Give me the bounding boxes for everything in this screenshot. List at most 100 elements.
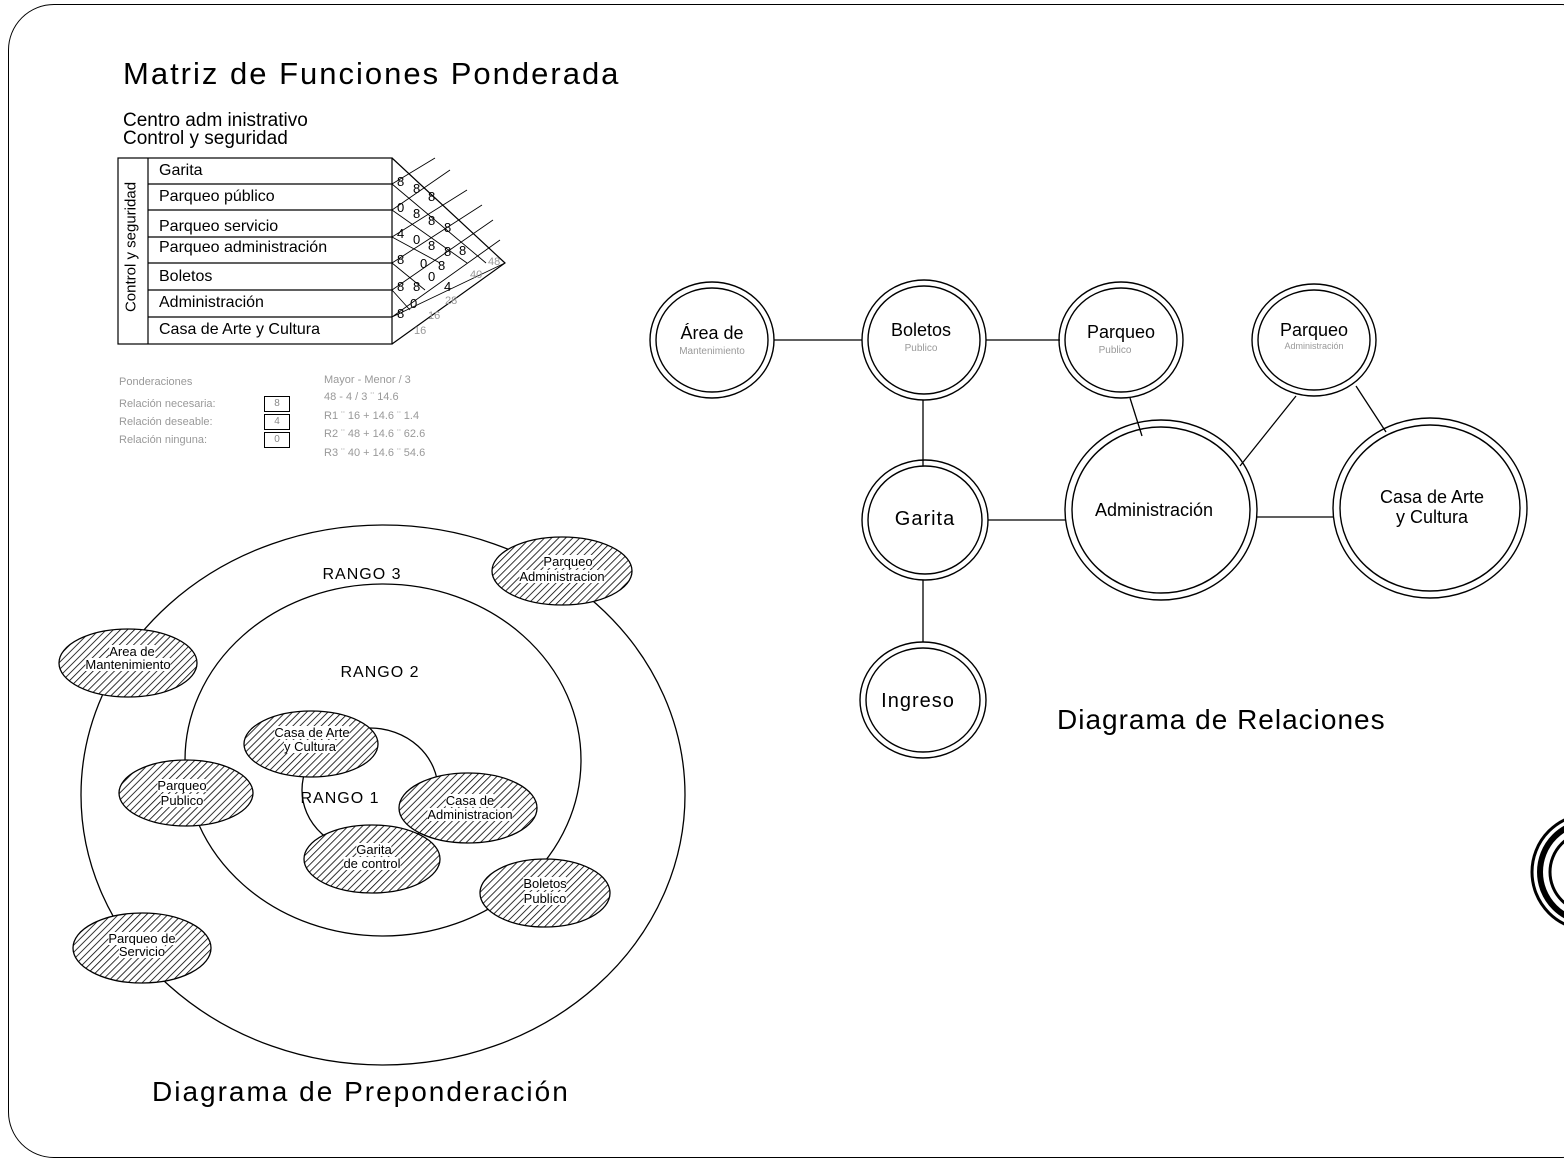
node-label: Boletos bbox=[890, 320, 952, 340]
logo-seal bbox=[1530, 818, 1564, 926]
matrix-cell: 8 bbox=[444, 220, 451, 235]
node-label: Parqueo bbox=[1279, 320, 1349, 340]
weight-label: Relación ninguna: bbox=[119, 434, 208, 446]
drawing-sheet-border bbox=[8, 4, 1564, 1158]
matrix-subtitle-2: Control y seguridad bbox=[123, 128, 288, 149]
matrix-cell: 0 bbox=[420, 256, 427, 271]
node-ingreso bbox=[859, 641, 987, 759]
node-administracion bbox=[1064, 419, 1258, 601]
node-boletos bbox=[861, 279, 987, 401]
matrix-totals: 16 16 28 40 48 bbox=[414, 256, 500, 337]
matrix-triangle-lattice bbox=[391, 157, 506, 318]
node-sublabel: Publico bbox=[904, 343, 938, 354]
matrix-cell: 8 bbox=[413, 279, 420, 294]
matrix-cell: 0 bbox=[410, 296, 417, 311]
matrix-total: 40 bbox=[470, 269, 482, 281]
node-sublabel: Publico bbox=[1098, 345, 1132, 356]
matrix-cell: 4 bbox=[444, 279, 451, 294]
prep-node-label: Administracion bbox=[427, 807, 513, 822]
range-label: RANGO 2 bbox=[340, 664, 420, 681]
matrix-cell: 8 bbox=[413, 181, 420, 196]
weight-value-box: 4 bbox=[264, 414, 290, 430]
matrix-row-label: Parqueo público bbox=[159, 188, 275, 205]
matrix-cell-values: 8 8 8 0 8 8 8 4 0 8 8 8 8 0 8 8 8 0 4 8 … bbox=[397, 174, 466, 321]
matrix-side-label: Control y seguridad bbox=[122, 181, 140, 313]
calc-line: R2 ¨ 48 + 14.6 ¨ 62.6 bbox=[324, 428, 426, 440]
node-parqueo-publico bbox=[118, 759, 254, 827]
matrix-total: 16 bbox=[428, 310, 440, 322]
relations-nodes bbox=[649, 279, 1528, 759]
matrix-cell: 0 bbox=[428, 269, 435, 284]
prep-node-label: Parqueo bbox=[543, 554, 593, 569]
weights-heading: Ponderaciones bbox=[119, 376, 193, 388]
node-label: Administración bbox=[1094, 500, 1214, 520]
matrix-cell: 8 bbox=[428, 238, 435, 253]
prep-node-label: Casa de Arte bbox=[274, 725, 350, 740]
node-label: y Cultura bbox=[1395, 507, 1469, 527]
weight-label: Relación necesaria: bbox=[119, 398, 216, 410]
calc-line: R3 ¨ 40 + 14.6 ¨ 54.6 bbox=[324, 447, 426, 459]
weight-value-box: 0 bbox=[264, 432, 290, 448]
prep-node-label: Area de bbox=[109, 644, 155, 659]
node-label: Ingreso bbox=[881, 690, 955, 712]
prep-node-label: Parqueo de bbox=[108, 931, 176, 946]
matrix-row-label: Boletos bbox=[159, 268, 213, 285]
matrix-cell: 8 bbox=[459, 243, 466, 258]
matrix-cell: 8 bbox=[397, 252, 404, 267]
node-label: Parqueo bbox=[1086, 322, 1156, 342]
matrix-row-label: Garita bbox=[159, 162, 203, 179]
link-parqueoadmin-casa bbox=[1355, 385, 1387, 433]
prep-node-label: Administracion bbox=[519, 569, 605, 584]
matrix-cell: 8 bbox=[444, 244, 451, 259]
matrix-row-label: Parqueo administración bbox=[159, 239, 328, 256]
prep-node-label: y Cultura bbox=[283, 739, 337, 754]
matrix-row-label: Casa de Arte y Cultura bbox=[159, 321, 320, 338]
calc-line: Mayor - Menor / 3 bbox=[324, 374, 411, 386]
matrix-cell: 4 bbox=[397, 226, 404, 241]
range-3-ring bbox=[80, 524, 686, 1066]
preponderance-title: Diagrama de Preponderación bbox=[152, 1076, 570, 1107]
prep-node-label: Casa de bbox=[445, 793, 495, 808]
matrix-title: Matriz de Funciones Ponderada bbox=[123, 56, 621, 91]
preponderance-nodes bbox=[58, 536, 633, 984]
weight-label: Relación deseable: bbox=[119, 416, 213, 428]
prep-node-label: Mantenimiento bbox=[85, 657, 171, 672]
matrix-cell: 0 bbox=[413, 232, 420, 247]
node-sublabel: Mantenimiento bbox=[679, 346, 745, 357]
prep-node-label: Boletos bbox=[523, 876, 567, 891]
relations-links bbox=[774, 339, 1387, 642]
prep-node-label: Publico bbox=[160, 793, 204, 808]
node-parqueo-admin bbox=[1251, 283, 1377, 397]
matrix-total: 48 bbox=[488, 256, 500, 268]
prep-node-label: Garita bbox=[356, 842, 392, 857]
relations-title: Diagrama de Relaciones bbox=[1057, 704, 1386, 735]
range-label: RANGO 1 bbox=[300, 790, 380, 807]
calc-line: R1 ¨ 16 + 14.6 ¨ 1.4 bbox=[324, 410, 420, 422]
matrix-row-label: Parqueo servicio bbox=[159, 218, 279, 235]
node-label: Garita bbox=[894, 508, 956, 530]
node-label: Área de bbox=[680, 323, 744, 343]
matrix-total: 16 bbox=[414, 325, 426, 337]
matrix-cell: 8 bbox=[397, 306, 404, 321]
matrix-cell: 8 bbox=[397, 279, 404, 294]
matrix-cell: 8 bbox=[413, 206, 420, 221]
matrix-cell: 0 bbox=[397, 200, 404, 215]
matrix-row-label: Administración bbox=[159, 294, 264, 311]
prep-node-label: Parqueo bbox=[157, 778, 207, 793]
matrix-cell: 8 bbox=[428, 189, 435, 204]
prep-node-label: de control bbox=[343, 856, 401, 871]
node-mantenimiento bbox=[649, 281, 775, 399]
matrix-subtitle-1: Centro adm inistrativo bbox=[123, 110, 308, 131]
range-label: RANGO 3 bbox=[322, 566, 402, 583]
weight-value-box: 8 bbox=[264, 396, 290, 412]
matrix-cell: 8 bbox=[428, 213, 435, 228]
matrix-total: 28 bbox=[445, 295, 457, 307]
node-garita bbox=[861, 459, 989, 581]
node-parqueo-publico bbox=[1058, 281, 1184, 399]
link-parqueoadmin-administracion bbox=[1239, 395, 1297, 467]
matrix-cell: 8 bbox=[438, 258, 445, 273]
prep-node-label: Servicio bbox=[118, 944, 166, 959]
node-label: Casa de Arte bbox=[1379, 487, 1485, 507]
node-sublabel: Administración bbox=[1284, 341, 1344, 351]
